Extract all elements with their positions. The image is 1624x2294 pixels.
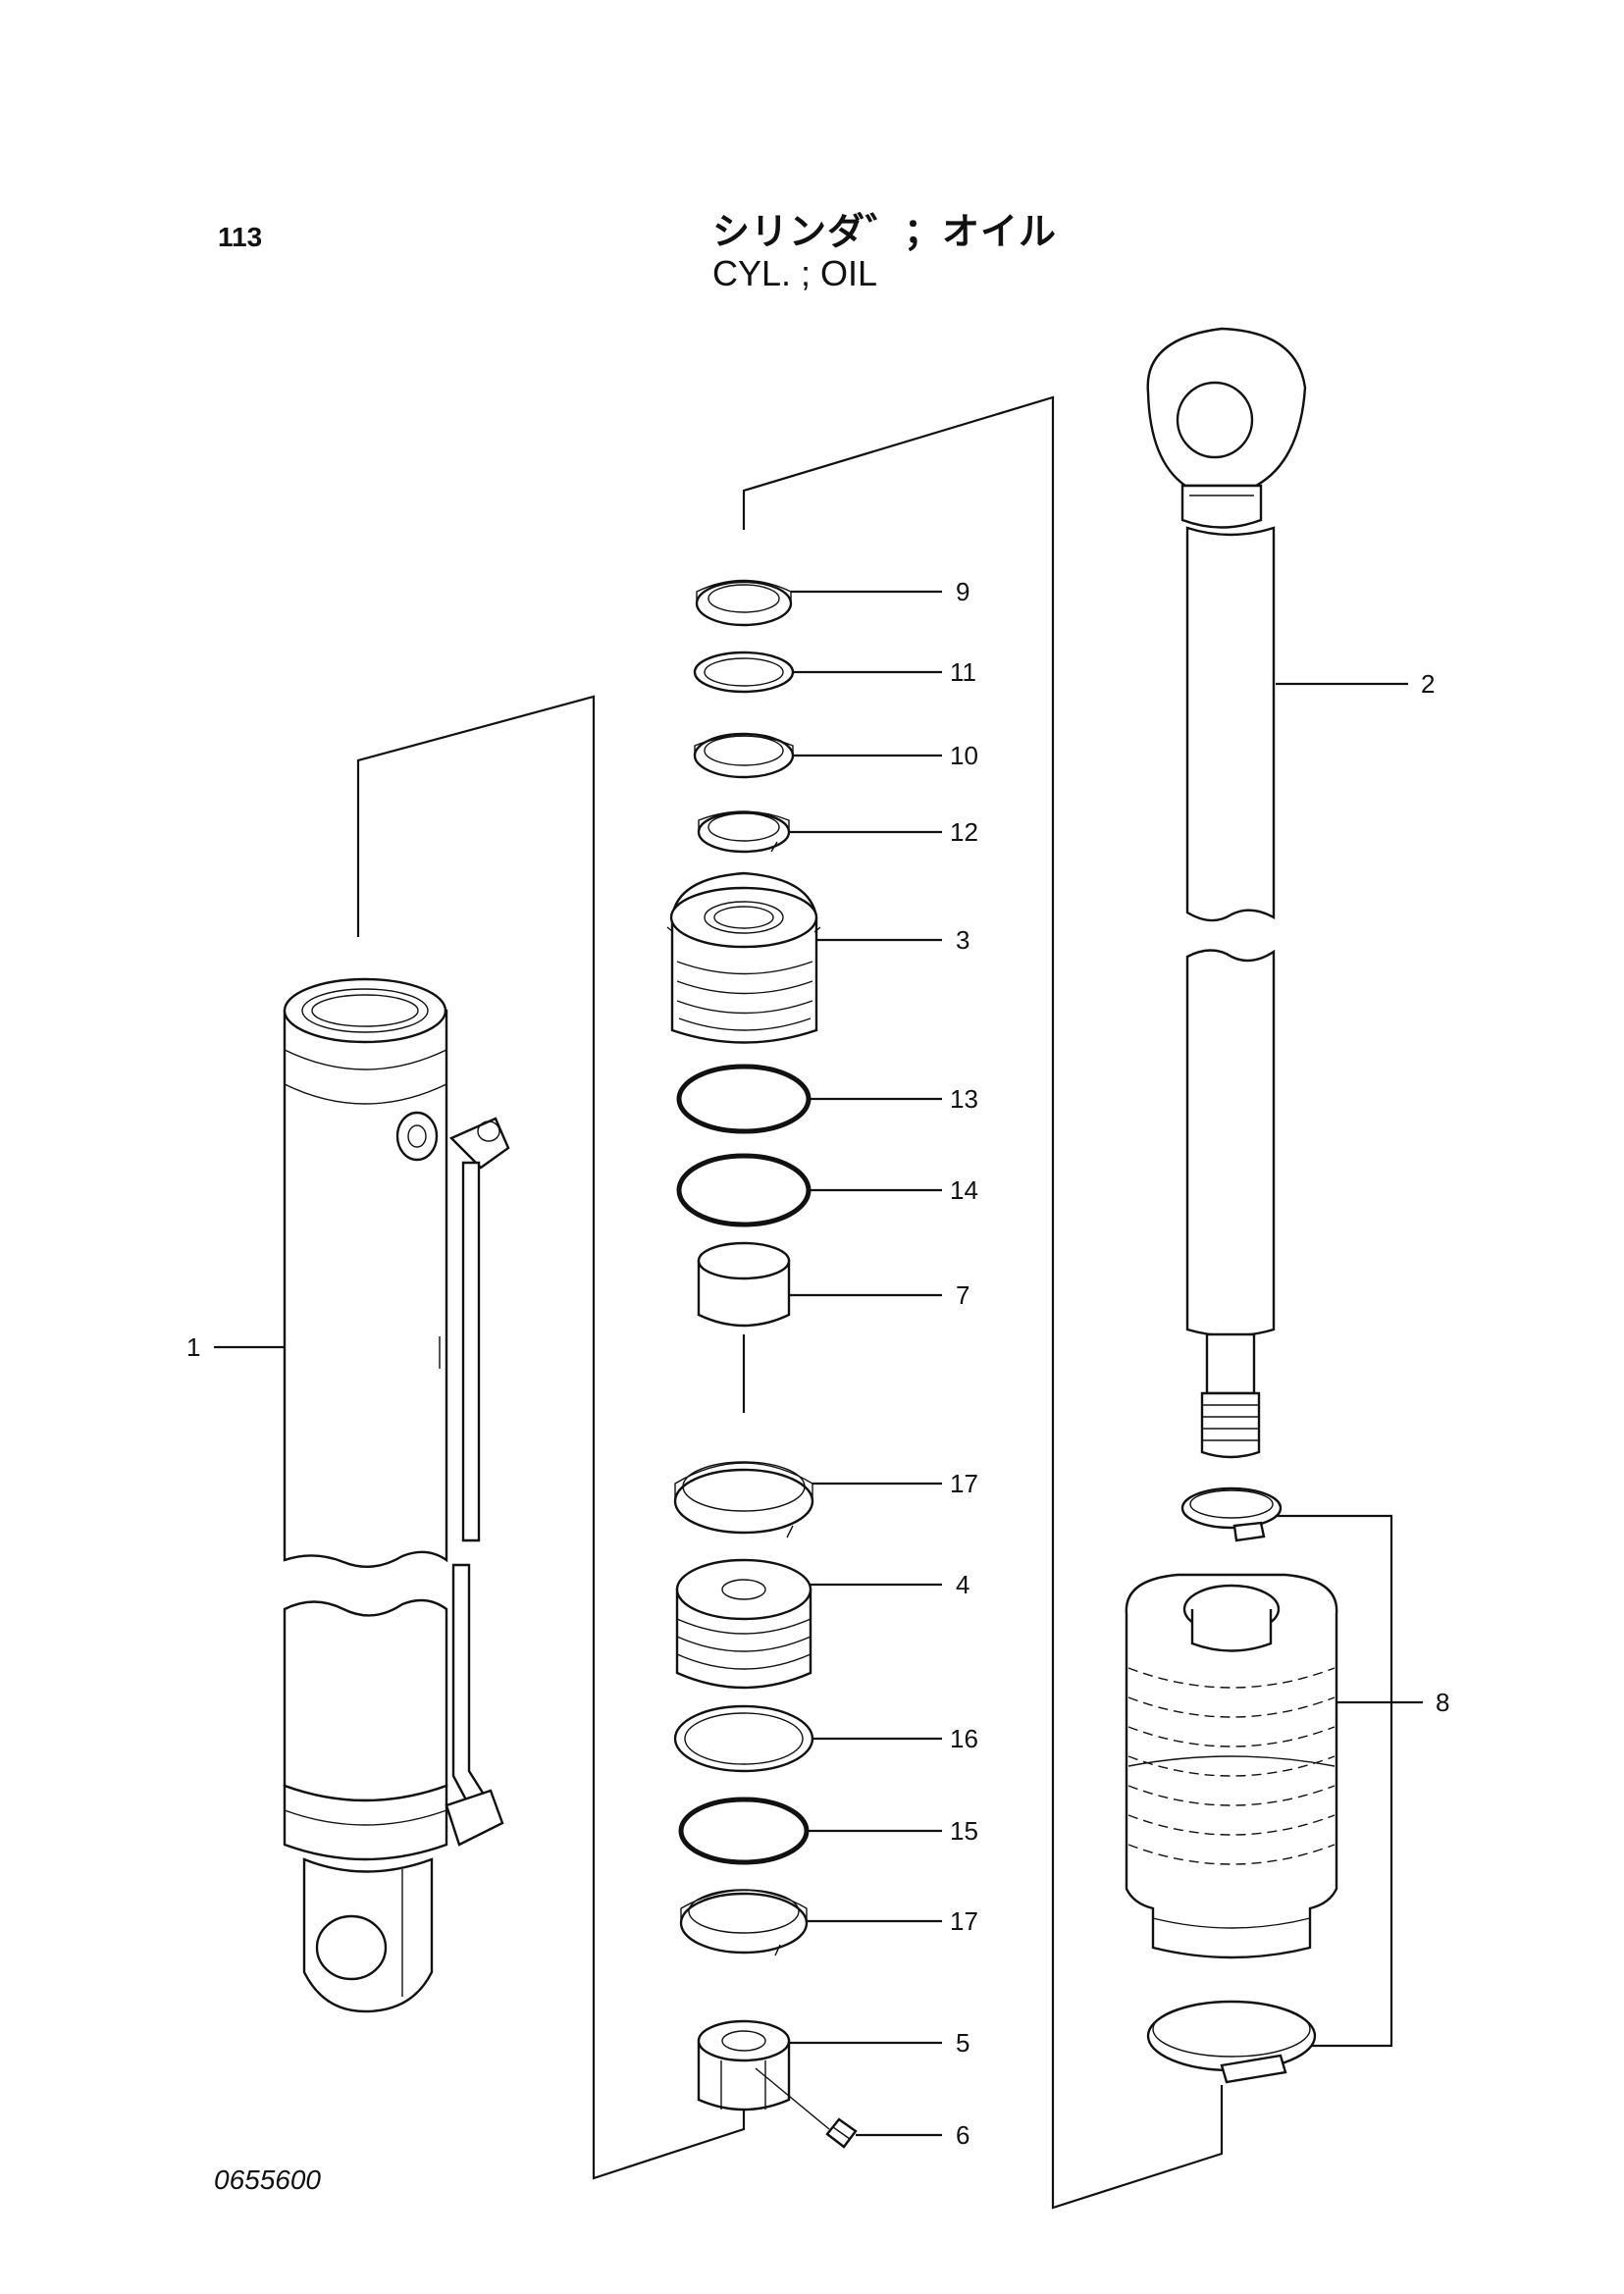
part-ring-11 bbox=[693, 651, 795, 694]
callout-11: 11 bbox=[950, 657, 976, 687]
callout-4: 4 bbox=[956, 1570, 969, 1599]
title-japanese: シリンダ゛；オイル bbox=[712, 212, 1058, 253]
callout-8: 8 bbox=[1436, 1688, 1449, 1717]
callout-17-lower: 17 bbox=[950, 1906, 978, 1936]
part-dust-seal-9 bbox=[695, 579, 793, 627]
part-bushing-7 bbox=[697, 1241, 791, 1328]
callout-9: 9 bbox=[956, 577, 969, 606]
part-piston-4 bbox=[675, 1558, 812, 1690]
part-wear-ring-17-lower bbox=[679, 1889, 809, 1956]
title-english: CYL. ; OIL bbox=[712, 253, 878, 293]
callout-1: 1 bbox=[186, 1332, 200, 1362]
part-piston-rod bbox=[1146, 327, 1307, 1459]
part-ring-16 bbox=[673, 1704, 814, 1773]
callout-14: 14 bbox=[950, 1175, 978, 1205]
part-boot-8 bbox=[1125, 1486, 1338, 2084]
callout-2: 2 bbox=[1421, 669, 1435, 699]
callout-13: 13 bbox=[950, 1084, 978, 1114]
part-ring-12 bbox=[697, 810, 791, 854]
drawing-number: 0655600 bbox=[214, 2164, 322, 2195]
part-o-ring-13 bbox=[676, 1064, 812, 1134]
callout-15: 15 bbox=[950, 1816, 978, 1846]
assembly-bracket-lines bbox=[356, 395, 1393, 2210]
part-cylinder-tube bbox=[283, 977, 510, 2013]
callout-3: 3 bbox=[956, 925, 969, 955]
callout-7: 7 bbox=[956, 1280, 969, 1310]
callout-16: 16 bbox=[950, 1724, 978, 1753]
callout-labels: 1 2 3 4 5 6 7 8 9 10 11 12 13 14 15 16 1… bbox=[186, 577, 1449, 2150]
part-set-screw-6 bbox=[755, 2067, 858, 2149]
part-nut-5 bbox=[697, 2019, 791, 2112]
callout-12: 12 bbox=[950, 817, 978, 847]
callout-10: 10 bbox=[950, 741, 978, 770]
part-o-ring-15 bbox=[678, 1797, 810, 1865]
part-ring-10 bbox=[693, 732, 795, 779]
page-number: 113 bbox=[218, 222, 263, 252]
part-rod-cover-3 bbox=[666, 871, 821, 1044]
part-wear-ring-17-upper bbox=[673, 1461, 814, 1538]
callout-17-upper: 17 bbox=[950, 1469, 978, 1498]
callout-6: 6 bbox=[956, 2120, 969, 2150]
part-o-ring-14 bbox=[676, 1153, 812, 1227]
leader-lines bbox=[214, 590, 1423, 2137]
callout-5: 5 bbox=[956, 2028, 969, 2058]
